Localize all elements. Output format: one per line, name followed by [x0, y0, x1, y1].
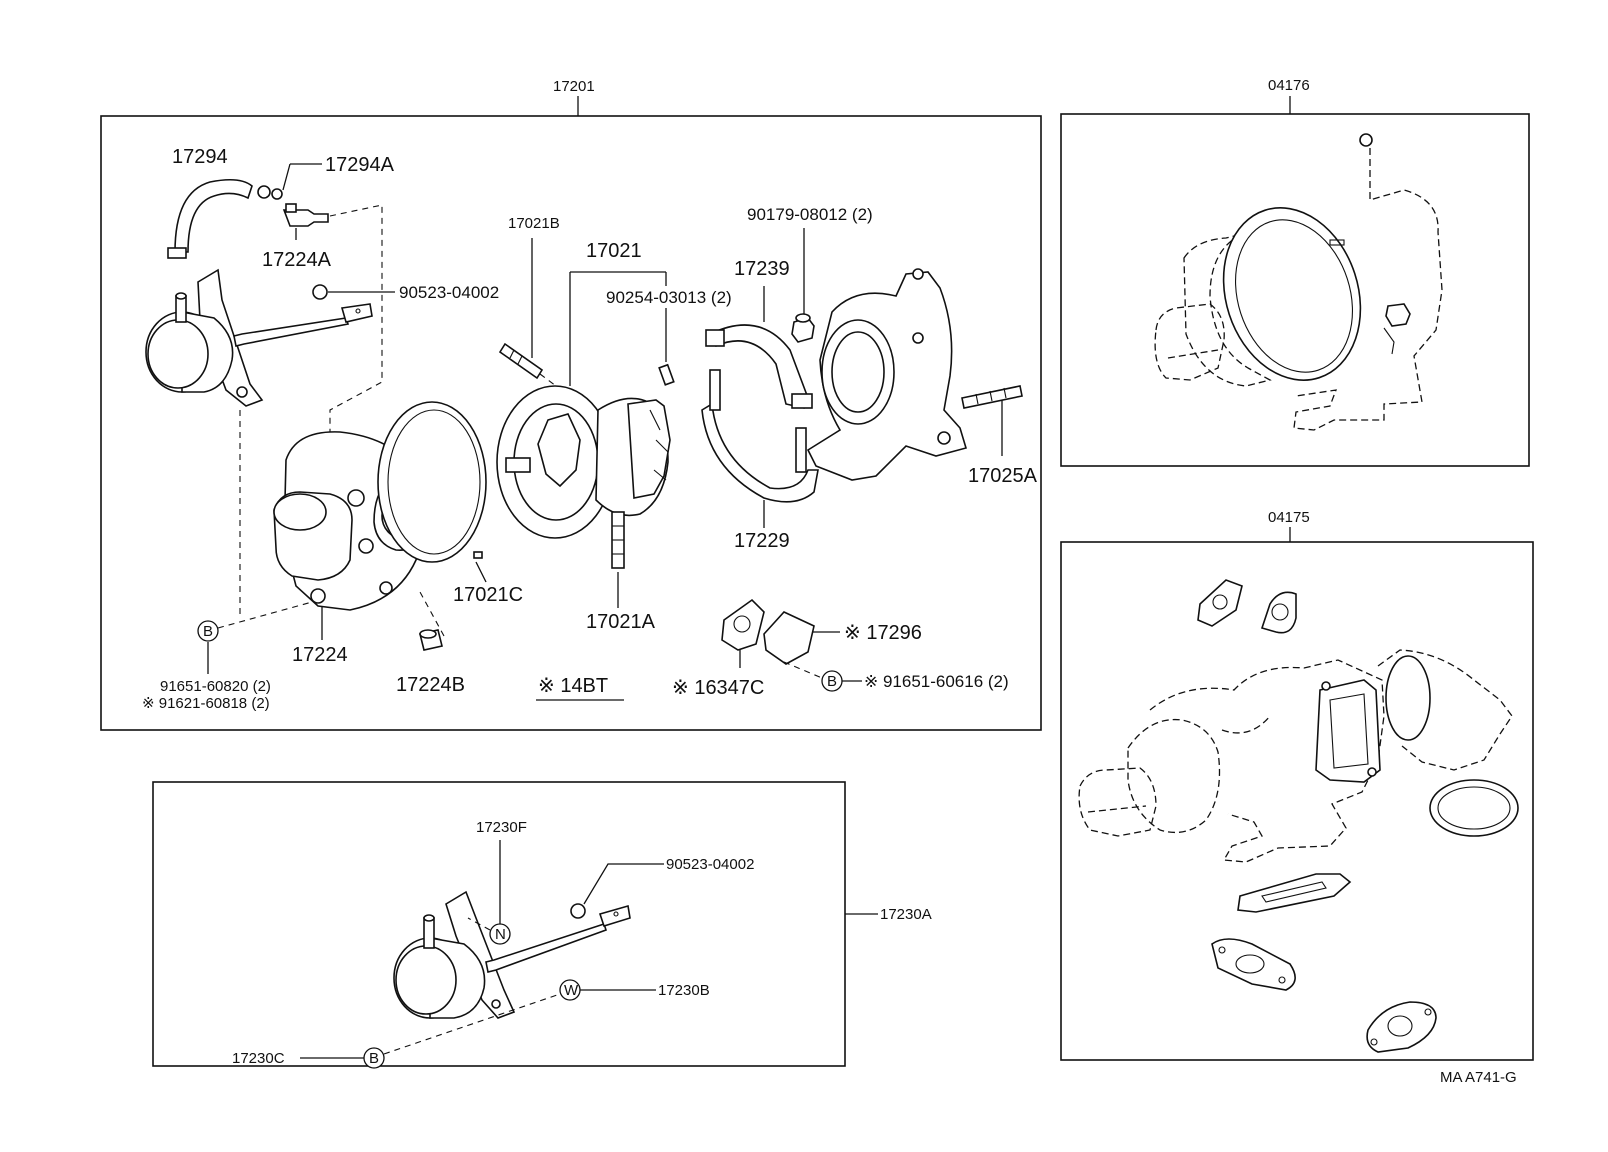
label-91651-60616: ※ 91651-60616 (2) [864, 672, 1009, 691]
label-17021A: 17021A [586, 611, 656, 633]
stud-17021A [611, 511, 625, 569]
clamp-lower-17229 [701, 369, 819, 503]
label-17021C: 17021C [453, 584, 523, 606]
drawing-code: MA A741-G [1440, 1069, 1517, 1086]
label-17294: 17294 [172, 146, 228, 168]
union-17224A [282, 203, 329, 227]
label-17230B: 17230B [658, 982, 710, 999]
nut-n-letter: N [495, 926, 506, 943]
actuator-assembly-box [152, 781, 846, 1067]
label-17296: ※ 17296 [844, 622, 922, 644]
cover-17296 [763, 611, 815, 665]
label-91621-60818: ※ 91621-60818 (2) [142, 695, 270, 712]
kit-lower-number: 04175 [1268, 509, 1310, 526]
nut-90179 [791, 313, 815, 343]
stud-17025A [961, 385, 1023, 409]
label-17021B: 17021B [508, 215, 560, 232]
bolt-b-letter-3: B [369, 1050, 379, 1067]
label-17229: 17229 [734, 530, 790, 552]
label-90179: 90179-08012 (2) [747, 205, 873, 224]
label-16347C: ※ 16347C [672, 677, 764, 699]
center-cartridge-17021 [496, 385, 671, 539]
actuator-assembly-number: 17230A [880, 906, 932, 923]
kit-04176-illustration [1154, 133, 1443, 431]
main-assembly-number: 17201 [553, 78, 595, 95]
label-17230C: 17230C [232, 1050, 285, 1067]
wastegate-actuator-bottom [393, 890, 631, 1019]
plug-17224B [419, 629, 443, 651]
label-17239: 17239 [734, 258, 790, 280]
label-17294A: 17294A [325, 154, 395, 176]
bolt-b-letter-2: B [827, 673, 837, 690]
stud-17021B [498, 342, 544, 380]
hose-17294 [167, 178, 253, 259]
label-90523-bottom: 90523-04002 [666, 856, 754, 873]
wastegate-actuator-top [145, 268, 373, 407]
kit-upper-box [1060, 113, 1530, 467]
clip-90523-top [312, 284, 328, 300]
bolt-b-letter: B [203, 623, 213, 640]
clip-17294A [257, 185, 283, 200]
pin-90254 [658, 363, 675, 386]
clip-90523-bottom [570, 903, 586, 919]
washer-w-letter: W [564, 982, 579, 999]
label-17230F: 17230F [476, 819, 527, 836]
label-91651-60820: 91651-60820 (2) [160, 678, 271, 695]
clamp-upper-17239 [705, 324, 813, 409]
bolt-b-callout [197, 620, 219, 642]
kit-04175-illustration [1078, 579, 1519, 1053]
label-17021: 17021 [586, 240, 642, 262]
label-17224: 17224 [292, 644, 348, 666]
note-14bt: ※ 14BT [538, 675, 608, 697]
label-17224A: 17224A [262, 249, 332, 271]
kit-lower-box [1060, 541, 1534, 1061]
label-90254: 90254-03013 (2) [606, 288, 732, 307]
gasket-16347C [721, 598, 765, 651]
turbine-housing [806, 268, 968, 481]
kit-upper-number: 04176 [1268, 77, 1310, 94]
label-17025A: 17025A [968, 465, 1038, 487]
main-assembly-box [100, 115, 1042, 731]
label-17224B: 17224B [396, 674, 465, 696]
snap-ring-17021C [377, 401, 487, 563]
label-90523-top: 90523-04002 [399, 283, 499, 302]
